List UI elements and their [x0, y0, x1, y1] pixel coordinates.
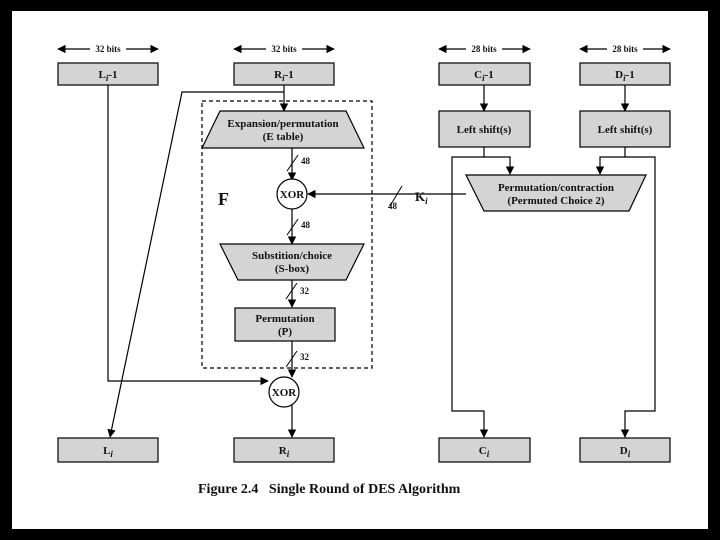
svg-text:XOR: XOR [272, 387, 298, 399]
svg-text:Ri-1: Ri-1 [274, 69, 294, 83]
connections [107, 85, 656, 438]
svg-text:Ri: Ri [279, 445, 290, 459]
svg-text:Left shift(s): Left shift(s) [598, 124, 653, 136]
width-indicator-c: 28 bits [438, 42, 531, 54]
width-label-l: 32 bits [95, 44, 121, 54]
svg-text:(S-box): (S-box) [275, 263, 310, 275]
round-key-label: Ki [415, 189, 428, 206]
left-shift-d-block: Left shift(s) [579, 110, 671, 148]
bus-width-key: 48 [388, 201, 398, 211]
width-label-r: 32 bits [271, 44, 297, 54]
svg-text:Li-1: Li-1 [98, 69, 117, 83]
width-indicator-r: 32 bits [233, 42, 335, 54]
width-label-d: 28 bits [612, 44, 638, 54]
des-round-diagram: 32 bits 32 bits 28 bits 28 bits Li-1 Ri-… [57, 42, 671, 497]
bus-width-after-e: 48 [301, 156, 311, 166]
register-l-prev: Li-1 [57, 62, 159, 86]
svg-text:Left shift(s): Left shift(s) [457, 124, 512, 136]
figure-caption: Figure 2.4 Single Round of DES Algorithm [198, 482, 461, 497]
bus-width-after-sbox: 32 [300, 286, 310, 296]
svg-text:XOR: XOR [280, 189, 306, 201]
svg-text:Expansion/permutation: Expansion/permutation [227, 118, 338, 130]
svg-text:(P): (P) [278, 326, 292, 338]
xor-outer: XOR [268, 376, 300, 408]
svg-text:Di-1: Di-1 [615, 69, 635, 83]
register-c-prev: Ci-1 [438, 62, 531, 86]
width-label-c: 28 bits [471, 44, 497, 54]
sbox-block: Substition/choice (S-box) [219, 243, 365, 281]
register-d-next: Di [579, 437, 671, 463]
svg-text:Ci: Ci [479, 445, 490, 459]
register-d-prev: Di-1 [579, 62, 671, 86]
register-r-prev: Ri-1 [233, 62, 335, 86]
svg-text:Permutation/contraction: Permutation/contraction [498, 182, 614, 194]
bus-width-after-xor: 48 [301, 220, 311, 230]
xor-inner: XOR [276, 178, 308, 210]
svg-text:Di: Di [620, 445, 631, 459]
register-l-next: Li [57, 437, 159, 463]
permutation-p-block: Permutation (P) [234, 307, 336, 342]
expansion-permutation-block: Expansion/permutation (E table) [201, 110, 365, 149]
left-shift-c-block: Left shift(s) [438, 110, 531, 148]
bus-width-marks: 48 48 32 32 48 [285, 154, 403, 368]
svg-text:Ci-1: Ci-1 [474, 69, 494, 83]
function-f-frame [201, 100, 373, 369]
svg-text:Li: Li [103, 445, 113, 459]
svg-text:Substition/choice: Substition/choice [252, 250, 332, 262]
function-f-label: F [218, 189, 229, 209]
register-c-next: Ci [438, 437, 531, 463]
svg-text:(Permuted Choice 2): (Permuted Choice 2) [507, 195, 604, 207]
svg-text:(E table): (E table) [263, 131, 304, 143]
width-indicator-d: 28 bits [579, 42, 671, 54]
bus-width-after-p: 32 [300, 352, 310, 362]
register-r-next: Ri [233, 437, 335, 463]
slide-frame: 32 bits 32 bits 28 bits 28 bits Li-1 Ri-… [12, 11, 708, 529]
pc2-block: Permutation/contraction (Permuted Choice… [465, 174, 647, 212]
svg-text:Permutation: Permutation [255, 313, 314, 325]
width-indicator-l: 32 bits [57, 42, 159, 54]
